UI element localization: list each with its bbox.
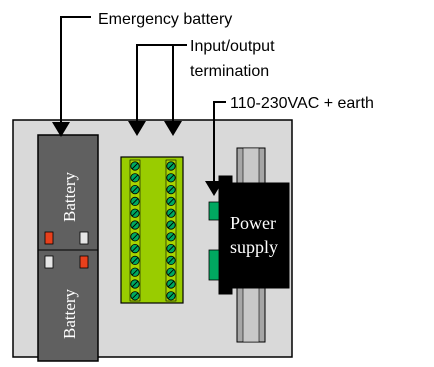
label-io-termination-line1: Input/output (190, 38, 275, 55)
callout-io-termination: Input/output termination (128, 38, 275, 136)
battery-bottom-label: Battery (60, 288, 79, 339)
terminal-screw-left-1 (130, 161, 140, 171)
label-power-input: 110-230VAC + earth (230, 95, 374, 112)
terminal-screw-left-12 (130, 291, 140, 301)
power-supply-label-line1: Power (230, 213, 276, 233)
terminal-screw-right-8 (166, 244, 176, 254)
terminal-screw-left-10 (130, 267, 140, 277)
terminal-screw-right-9 (166, 255, 176, 265)
callout-emergency-battery: Emergency battery (52, 11, 232, 137)
power-connector-top (208, 201, 220, 221)
terminal-screw-right-6 (166, 220, 176, 230)
terminal-screw-right-2 (166, 173, 176, 183)
terminal-screw-right-3 (166, 185, 176, 195)
battery-indicator-red (79, 255, 89, 269)
terminal-screw-right-11 (166, 279, 176, 289)
terminal-screw-right-5 (166, 208, 176, 218)
battery-indicator-red (44, 231, 54, 245)
terminal-screw-left-8 (130, 244, 140, 254)
battery-indicator-white (44, 255, 54, 269)
callout-power-input: 110-230VAC + earth (205, 95, 374, 196)
terminal-screw-right-12 (166, 291, 176, 301)
terminal-screws-left (130, 161, 140, 301)
terminal-screw-left-6 (130, 220, 140, 230)
label-io-termination-line2: termination (190, 63, 269, 80)
label-emergency-battery: Emergency battery (98, 11, 232, 28)
terminal-screw-left-11 (130, 279, 140, 289)
terminal-screw-right-1 (166, 161, 176, 171)
power-connector-bottom (208, 249, 220, 281)
terminal-screw-right-4 (166, 196, 176, 206)
terminal-screw-right-7 (166, 232, 176, 242)
terminal-screws-right (166, 161, 176, 301)
battery-indicator-white (79, 231, 89, 245)
power-supply: Power supply (208, 175, 290, 295)
terminal-screw-left-5 (130, 208, 140, 218)
emergency-battery: Battery Battery (37, 134, 99, 362)
terminal-screw-left-3 (130, 185, 140, 195)
terminal-screw-left-9 (130, 255, 140, 265)
io-terminal-block (120, 156, 184, 304)
battery-top-label: Battery (60, 171, 79, 222)
power-supply-label-line2: supply (230, 237, 278, 257)
terminal-screw-left-4 (130, 196, 140, 206)
terminal-screw-left-2 (130, 173, 140, 183)
terminal-screw-left-7 (130, 232, 140, 242)
terminal-screw-right-10 (166, 267, 176, 277)
